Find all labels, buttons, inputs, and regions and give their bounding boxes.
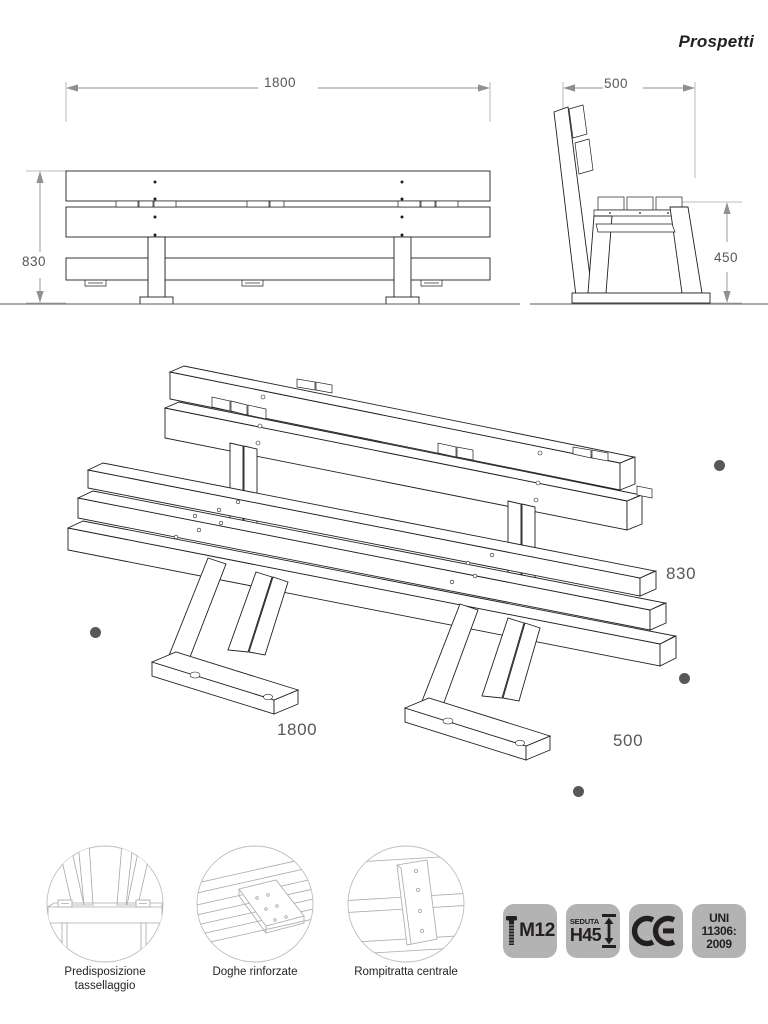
front-backrest-connectors [115,200,459,208]
side-elevation-seat-height-dimension [680,201,742,304]
detail-anchoring-caption: Predisposizione tassellaggio [30,965,180,993]
detail-reinforced-slats-caption-line1: Doghe rinforzate [212,966,298,978]
persp-width-dimension-label: 1800 [277,720,318,739]
bolt-icon [506,916,518,945]
badge-uni: UNI 11306: 2009 [692,904,746,958]
persp-height-dimension-label: 830 [666,564,697,583]
marker-dot-bottom [573,786,584,797]
persp-depth-dimension-label: 500 [613,731,644,750]
persp-left-leg-assembly [150,557,300,715]
detail-central-brace-caption: Rompitratta centrale [331,965,481,979]
badge-seduta: SEDUTA H45 [566,904,620,958]
persp-slat-gap-connectors [211,396,653,499]
persp-seat-bolt-holes [173,499,495,585]
badge-uni-line1: UNI [709,910,729,925]
persp-seat-slat-middle [76,490,667,631]
certification-badges: M12 SEDUTA H45 [503,904,746,958]
marker-dot-top-right [714,460,725,471]
persp-upper-slat-connectors [296,378,609,462]
side-cross-member [595,223,676,233]
side-backrest-slat-profiles [568,104,594,175]
detail-anchoring-illustration [44,843,166,965]
side-front-leg [669,206,703,294]
persp-right-leg-assembly [403,603,552,761]
front-elevation-dimensions [26,82,491,304]
badge-m12-label: M12 [519,920,555,941]
detail-central-brace-caption-line1: Rompitratta centrale [354,966,458,978]
persp-backrest-lower-slat [163,401,643,531]
badge-uni-line2: 11306: [701,923,737,938]
badge-uni-line3: 2009 [706,936,732,951]
persp-seat-slat-back [86,462,657,597]
detail-central-brace-illustration [345,843,467,965]
side-base-plate [571,292,711,304]
front-width-dimension-label: 1800 [264,75,297,90]
front-seat-brackets [84,280,443,287]
marker-dot-mid-right [679,673,690,684]
height-arrow-icon [602,914,617,948]
badge-seduta-label: H45 [569,925,602,946]
front-elevation-drawing [0,60,520,320]
front-seat-slab [65,257,491,281]
badge-seduta-small-label: SEDUTA [569,916,599,926]
front-legs [139,236,420,305]
detail-reinforced-slats-illustration [194,843,316,965]
marker-dot-left [90,627,101,638]
front-backrest-lower-slat [65,206,491,238]
side-seat-slat-profiles [593,196,689,217]
side-depth-dimension-label: 500 [604,76,629,91]
detail-reinforced-slats-caption: Doghe rinforzate [180,965,330,979]
perspective-view-drawing [60,350,680,790]
detail-anchoring-caption-line2: tassellaggio [74,980,136,992]
front-height-dimension-label: 830 [22,254,47,269]
detail-anchoring-caption-line1: Predisposizione [64,966,146,978]
persp-backrest-upper-slat [168,365,636,491]
side-elevation-drawing [530,60,768,320]
front-backrest-upper-slat [65,170,491,202]
badge-m12: M12 [503,904,557,958]
page-title: Prospetti [678,32,754,51]
front-backrest-bolts [153,180,404,237]
ce-mark-icon [631,915,676,947]
badge-ce [629,904,683,958]
side-seat-height-dimension-label: 450 [714,250,739,265]
